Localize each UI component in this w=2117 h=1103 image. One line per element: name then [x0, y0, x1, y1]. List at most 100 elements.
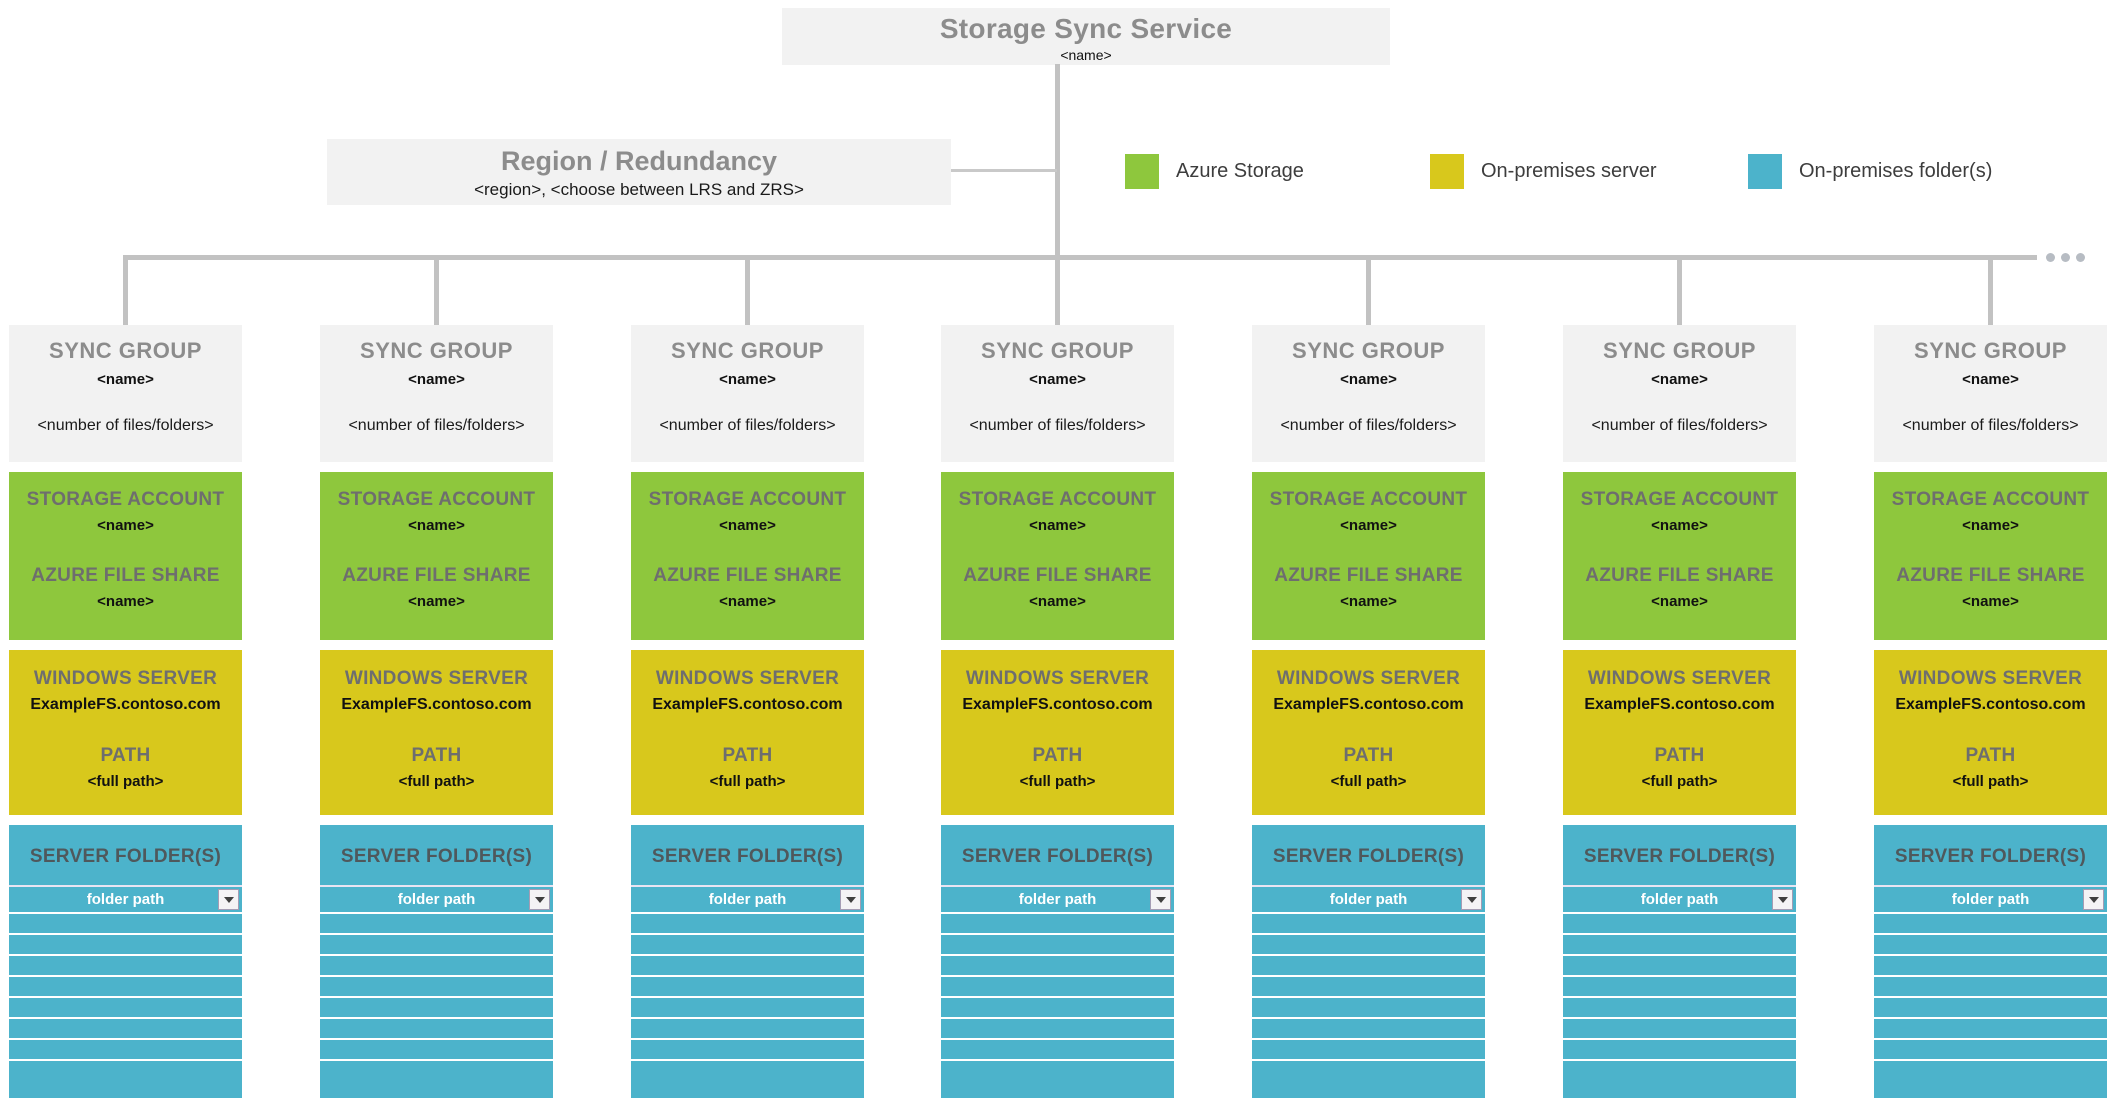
folder-row-empty[interactable] — [1563, 954, 1796, 975]
folder-row-empty[interactable] — [1252, 912, 1485, 933]
folder-row-empty[interactable] — [320, 1038, 553, 1059]
chevron-down-icon — [1466, 896, 1477, 903]
folder-row-empty[interactable] — [1874, 975, 2107, 996]
server-folders-box: SERVER FOLDER(S) folder path — [1252, 825, 1485, 1098]
folder-row-empty[interactable] — [9, 1059, 242, 1080]
storage-account-label: STORAGE ACCOUNT — [648, 489, 847, 510]
folder-row-empty[interactable] — [941, 933, 1174, 954]
sync-group-count-placeholder: <number of files/folders> — [659, 417, 836, 434]
sync-group-count-placeholder: <number of files/folders> — [969, 417, 1146, 434]
sync-group-count-placeholder: <number of files/folders> — [1280, 417, 1457, 434]
folder-row-empty[interactable] — [9, 1017, 242, 1038]
folder-row-empty[interactable] — [1252, 954, 1485, 975]
sync-group-column: SYNC GROUP <name> <number of files/folde… — [941, 255, 1174, 1099]
storage-account-label: STORAGE ACCOUNT — [1891, 489, 2090, 510]
folder-path-cell[interactable]: folder path — [9, 885, 242, 912]
folder-row-empty[interactable] — [9, 912, 242, 933]
folder-row-empty[interactable] — [320, 996, 553, 1017]
folder-path-cell-text: folder path — [708, 891, 787, 908]
folder-row-empty[interactable] — [9, 933, 242, 954]
folder-row-empty[interactable] — [631, 912, 864, 933]
folder-row-empty[interactable] — [9, 1038, 242, 1059]
folder-row-empty[interactable] — [1874, 954, 2107, 975]
folder-row-empty[interactable] — [320, 912, 553, 933]
folder-path-dropdown-button[interactable] — [2083, 889, 2104, 910]
windows-server-name: ExampleFS.contoso.com — [30, 696, 221, 713]
folder-row-empty[interactable] — [941, 954, 1174, 975]
folder-path-cell[interactable]: folder path — [1874, 885, 2107, 912]
folder-path-dropdown-button[interactable] — [529, 889, 550, 910]
folder-row-empty[interactable] — [941, 975, 1174, 996]
windows-server-label: WINDOWS SERVER — [33, 668, 218, 689]
folder-row-empty[interactable] — [631, 975, 864, 996]
folder-row-empty[interactable] — [320, 933, 553, 954]
folder-row-empty[interactable] — [941, 1038, 1174, 1059]
folder-row-empty[interactable] — [320, 1059, 553, 1080]
folder-path-dropdown-button[interactable] — [1150, 889, 1171, 910]
azure-file-share-label: AZURE FILE SHARE — [653, 565, 842, 586]
folder-row-empty[interactable] — [1874, 1038, 2107, 1059]
folder-path-dropdown-button[interactable] — [218, 889, 239, 910]
azure-file-share-label: AZURE FILE SHARE — [1585, 565, 1774, 586]
folder-path-dropdown-button[interactable] — [1461, 889, 1482, 910]
storage-account-name-placeholder: <name> — [1651, 517, 1708, 534]
folder-row-empty[interactable] — [1874, 1017, 2107, 1038]
storage-account-name-placeholder: <name> — [1029, 517, 1086, 534]
folder-row-empty[interactable] — [631, 1059, 864, 1080]
path-label: PATH — [100, 745, 151, 766]
folder-row-empty[interactable] — [631, 1038, 864, 1059]
folder-row-empty[interactable] — [1874, 912, 2107, 933]
storage-account-box: STORAGE ACCOUNT <name> AZURE FILE SHARE … — [631, 472, 864, 640]
folder-row-empty[interactable] — [631, 954, 864, 975]
folder-row-empty[interactable] — [1563, 1059, 1796, 1080]
sync-group-column: SYNC GROUP <name> <number of files/folde… — [1874, 255, 2107, 1099]
windows-server-box: WINDOWS SERVER ExampleFS.contoso.com PAT… — [1563, 650, 1796, 815]
folder-path-dropdown-button[interactable] — [1772, 889, 1793, 910]
connector-region-line — [951, 169, 1057, 172]
folder-path-cell[interactable]: folder path — [1563, 885, 1796, 912]
folder-row-empty[interactable] — [320, 954, 553, 975]
sync-group-box: SYNC GROUP <name> <number of files/folde… — [9, 325, 242, 462]
folder-row-empty[interactable] — [631, 996, 864, 1017]
folder-row-empty[interactable] — [1874, 933, 2107, 954]
folder-path-cell[interactable]: folder path — [1252, 885, 1485, 912]
folder-row-empty[interactable] — [1874, 1059, 2107, 1080]
folder-row-empty[interactable] — [9, 975, 242, 996]
folder-row-empty[interactable] — [1563, 996, 1796, 1017]
folder-row-empty[interactable] — [941, 912, 1174, 933]
folder-row-empty[interactable] — [320, 1017, 553, 1038]
folder-path-cell-text: folder path — [86, 891, 165, 908]
folder-row-empty[interactable] — [1252, 1038, 1485, 1059]
folder-row-empty[interactable] — [631, 1017, 864, 1038]
storage-account-name-placeholder: <name> — [1962, 517, 2019, 534]
folder-row-empty[interactable] — [1252, 1017, 1485, 1038]
windows-server-label: WINDOWS SERVER — [1276, 668, 1461, 689]
folder-row-empty[interactable] — [9, 996, 242, 1017]
folder-row-empty[interactable] — [1252, 975, 1485, 996]
path-placeholder: <full path> — [87, 773, 164, 790]
folder-row-empty[interactable] — [1563, 1038, 1796, 1059]
sync-group-name-placeholder: <name> — [1029, 371, 1086, 388]
folder-row-empty[interactable] — [1563, 933, 1796, 954]
folder-row-empty[interactable] — [1563, 975, 1796, 996]
folder-path-cell[interactable]: folder path — [631, 885, 864, 912]
storage-account-label: STORAGE ACCOUNT — [1269, 489, 1468, 510]
folder-empty-rows — [1252, 912, 1485, 1080]
folder-row-empty[interactable] — [320, 975, 553, 996]
folder-path-cell[interactable]: folder path — [941, 885, 1174, 912]
folder-path-cell[interactable]: folder path — [320, 885, 553, 912]
folder-row-empty[interactable] — [941, 1017, 1174, 1038]
folder-row-empty[interactable] — [1252, 933, 1485, 954]
folder-row-empty[interactable] — [1874, 996, 2107, 1017]
folder-row-empty[interactable] — [941, 996, 1174, 1017]
legend-label: On-premises server — [1481, 160, 1657, 182]
folder-row-empty[interactable] — [631, 933, 864, 954]
folder-row-empty[interactable] — [1252, 996, 1485, 1017]
server-folders-label: SERVER FOLDER(S) — [1272, 846, 1465, 867]
folder-row-empty[interactable] — [9, 954, 242, 975]
folder-row-empty[interactable] — [941, 1059, 1174, 1080]
folder-row-empty[interactable] — [1563, 1017, 1796, 1038]
folder-row-empty[interactable] — [1563, 912, 1796, 933]
folder-path-dropdown-button[interactable] — [840, 889, 861, 910]
folder-row-empty[interactable] — [1252, 1059, 1485, 1080]
